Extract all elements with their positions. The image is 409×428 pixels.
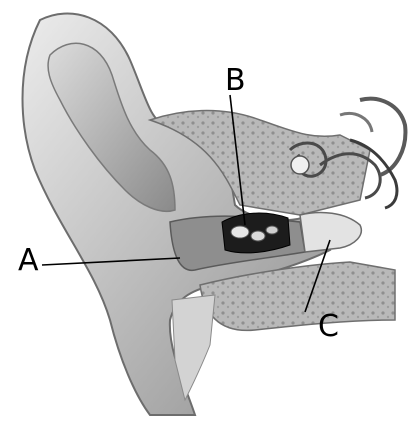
label-a: A bbox=[18, 243, 39, 278]
label-b: B bbox=[225, 63, 246, 98]
label-c: C bbox=[318, 309, 339, 344]
tympanic-membrane bbox=[300, 212, 361, 252]
